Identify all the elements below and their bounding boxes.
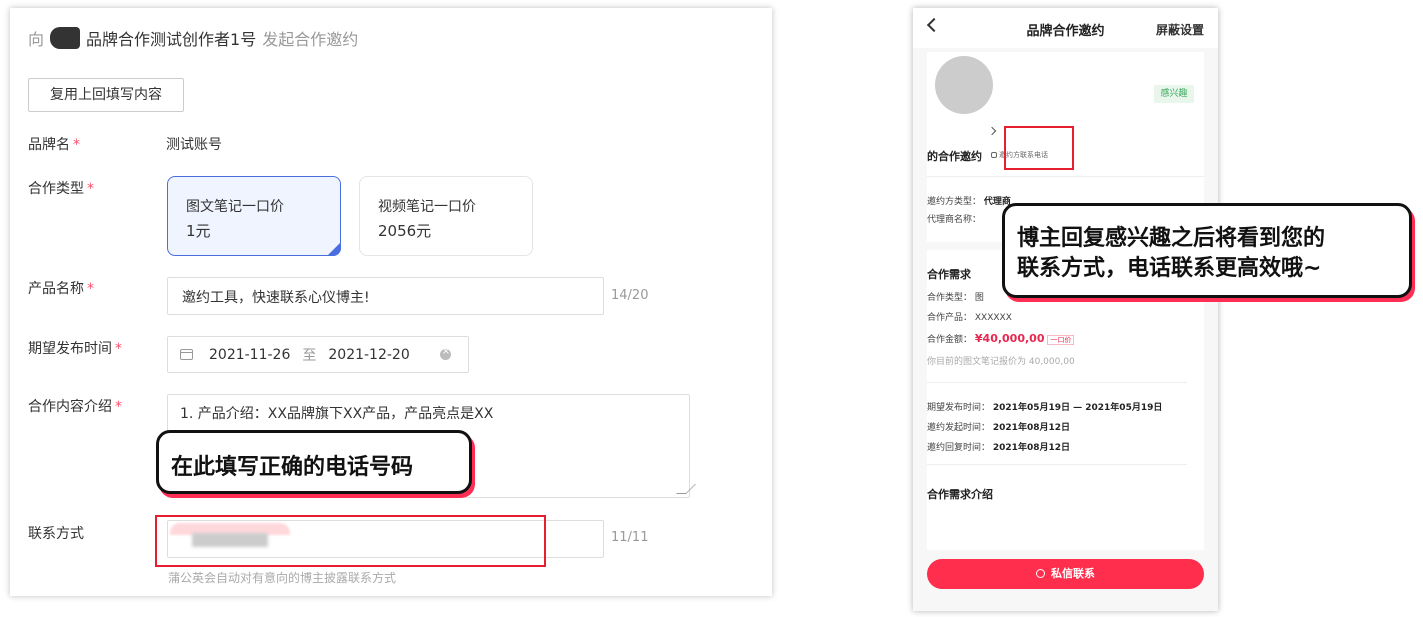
- resize-handle-icon[interactable]: [676, 484, 696, 494]
- expected-time-row: 期望发布时间： 2021年05月19日 — 2021年05月19日: [927, 403, 1163, 413]
- option-name: 图文笔记一口价: [186, 199, 284, 215]
- invitation-form: 向 品牌合作测试创作者1号 发起合作邀约 复用上回填写内容 品牌名* 测试账号 …: [10, 8, 772, 596]
- needs-product-row: 合作产品： XXXXXX: [927, 313, 1012, 323]
- end-date[interactable]: 2021-12-20: [328, 346, 410, 363]
- product-label: 产品名称*: [28, 281, 94, 297]
- interest-badge: 感兴趣: [1154, 85, 1194, 103]
- coop-type-option-image[interactable]: 图文笔记一口价 1元: [167, 176, 341, 256]
- needs-type-row: 合作类型： 图: [927, 293, 984, 303]
- phone-icon: [991, 152, 997, 158]
- brand-label: 品牌名*: [28, 137, 80, 153]
- phone-preview: 品牌合作邀约 屏蔽设置 感兴趣 的合作邀约 邀约方联系电话 邀约方类型： 代理商…: [913, 8, 1218, 611]
- form-header: 向 品牌合作测试创作者1号 发起合作邀约: [28, 26, 358, 50]
- header-prefix: 向: [28, 30, 45, 49]
- invite-time-row: 邀约发起时间： 2021年08月12日: [927, 423, 1070, 433]
- inviter-type-row: 邀约方类型： 代理商: [927, 197, 1011, 207]
- callout-right-line1: 博主回复感兴趣之后将看到您的: [1017, 226, 1326, 251]
- phone-header: 品牌合作邀约 屏蔽设置: [913, 8, 1218, 48]
- contact-phone-tag[interactable]: 邀约方联系电话: [991, 150, 1048, 160]
- contact-highlight-box: [155, 515, 546, 567]
- reuse-previous-button[interactable]: 复用上回填写内容: [28, 78, 184, 112]
- chevron-right-icon[interactable]: [987, 126, 997, 136]
- quote-note: 你目前的图文笔记报价为 40,000,00: [927, 357, 1075, 367]
- brand-value: 测试账号: [166, 137, 222, 153]
- option-price: 1元: [186, 222, 211, 240]
- message-button[interactable]: 私信联系: [927, 559, 1204, 589]
- chat-icon: [1036, 569, 1045, 578]
- agent-name-row: 代理商名称：: [927, 215, 982, 225]
- contact-label: 联系方式: [28, 526, 84, 542]
- brand-avatar: [935, 56, 993, 114]
- phone-title: 品牌合作邀约: [1026, 24, 1105, 39]
- contact-tag-highlight-box: [1004, 126, 1074, 170]
- header-suffix: 发起合作邀约: [262, 30, 359, 49]
- coop-type-label: 合作类型*: [28, 181, 94, 197]
- divider: [927, 382, 1187, 383]
- blurred-phone-number: [170, 523, 290, 553]
- creator-avatar: [50, 27, 81, 49]
- callout-right-line2: 联系方式，电话联系更高效哦~: [1017, 256, 1322, 281]
- divider: [927, 176, 1204, 177]
- contact-counter: 11/11: [611, 530, 649, 545]
- clear-icon[interactable]: [439, 346, 451, 360]
- publish-time-label: 期望发布时间*: [28, 341, 122, 357]
- product-counter: 14/20: [611, 288, 649, 303]
- invite-label: 的合作邀约: [927, 150, 982, 163]
- creator-name: 品牌合作测试创作者1号: [86, 30, 257, 49]
- content-text: 1. 产品介绍：XX品牌旗下XX产品，产品亮点是XX: [180, 406, 494, 422]
- block-settings-link[interactable]: 屏蔽设置: [1155, 23, 1204, 37]
- start-date[interactable]: 2021-11-26: [209, 346, 291, 363]
- coop-type-option-video[interactable]: 视频笔记一口价 2056元: [359, 176, 533, 256]
- date-separator: 至: [302, 347, 317, 364]
- intro-title: 合作需求介绍: [927, 488, 993, 501]
- callout-right: 博主回复感兴趣之后将看到您的 联系方式，电话联系更高效哦~: [1002, 203, 1412, 298]
- contact-hint: 蒲公英会自动对有意向的博主披露联系方式: [168, 571, 397, 585]
- reply-time-row: 邀约回复时间： 2021年08月12日: [927, 443, 1070, 453]
- divider: [927, 464, 1187, 465]
- publish-date-range[interactable]: 2021-11-26 至 2021-12-20: [167, 336, 469, 373]
- option-price: 2056元: [378, 222, 432, 240]
- calendar-icon: [180, 349, 193, 360]
- product-name-input[interactable]: 邀约工具，快速联系心仪博主!: [167, 277, 604, 315]
- content-label: 合作内容介绍*: [28, 399, 122, 415]
- needs-title: 合作需求: [927, 268, 971, 281]
- callout-left: 在此填写正确的电话号码: [156, 430, 472, 494]
- needs-card: 合作需求 合作类型： 图 合作产品： XXXXXX 合作金额： ¥40,000,…: [927, 250, 1204, 550]
- option-name: 视频笔记一口价: [378, 199, 476, 215]
